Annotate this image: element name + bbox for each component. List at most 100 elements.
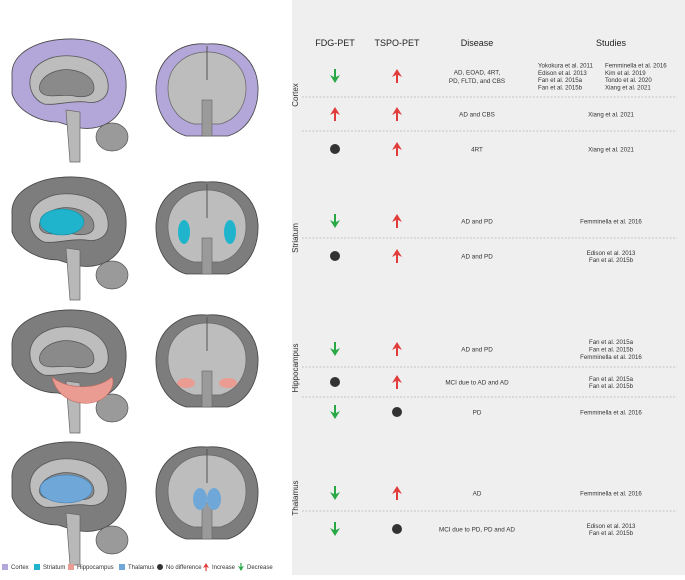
increase-arrow-icon — [392, 375, 402, 389]
cerebellum — [95, 393, 129, 423]
no-difference-dot-icon — [330, 144, 340, 154]
hippocampus-coronal-brain — [155, 314, 259, 408]
study-citation: Femminella et al. 2016 — [580, 219, 642, 226]
study-citation: Femminella et al. 2016 — [580, 354, 642, 361]
legend-item-increase: Increase — [203, 563, 236, 571]
legend-label: No difference — [166, 565, 202, 571]
study-citation: Edison et al. 2013 — [538, 70, 587, 77]
study-citation: Xiang et al. 2021 — [605, 85, 651, 92]
increase-arrow-icon — [392, 249, 402, 263]
coronal-brainstem — [201, 99, 213, 137]
decrease-arrow-icon — [330, 405, 340, 419]
disease-text: MCI due to PD, PD and AD — [439, 527, 515, 534]
increase-arrow-shape — [392, 69, 402, 83]
decrease-arrow-icon — [330, 522, 340, 536]
legend-swatch — [119, 564, 125, 570]
brainstem — [65, 512, 81, 566]
study-citation: Femminella et al. 2016 — [605, 62, 667, 69]
hippocampus-right-region — [219, 378, 237, 388]
legend-swatch — [68, 564, 74, 570]
header-fdg-pet: FDG-PET — [315, 38, 355, 48]
study-citation: Fan et al. 2015b — [589, 257, 634, 264]
disease-text: AD and PD — [461, 347, 493, 354]
no-difference-dot-icon — [157, 564, 163, 570]
study-citation: Femminella et al. 2016 — [580, 410, 642, 417]
no-difference-dot-icon — [330, 377, 340, 387]
thalamus-coronal-brain — [155, 446, 259, 540]
legend-label: Striatum — [43, 565, 65, 571]
increase-arrow-icon — [392, 214, 402, 228]
cerebellum — [95, 260, 129, 290]
increase-arrow-shape — [392, 214, 402, 228]
no-difference-dot-shape — [330, 144, 340, 154]
disease-text: AD, EOAD, 4RT, — [454, 69, 501, 76]
increase-arrow-shape — [392, 342, 402, 356]
study-citation: Xiang et al. 2021 — [588, 112, 634, 119]
no-difference-dot-shape — [392, 407, 402, 417]
legend-swatch — [34, 564, 40, 570]
study-citation: Fan et al. 2015b — [589, 530, 634, 537]
increase-arrow-icon — [203, 563, 209, 571]
cortex-sagittal-brain — [11, 38, 129, 163]
no-difference-dot-shape — [330, 377, 340, 387]
header-studies: Studies — [596, 38, 627, 48]
study-citation: Fan et al. 2015b — [538, 85, 583, 92]
study-citation: Kim et al. 2019 — [605, 70, 646, 77]
legend-item-striatum: Striatum — [34, 564, 65, 571]
coronal-brainstem — [201, 370, 213, 408]
legend-item-nodiff: No difference — [157, 564, 202, 571]
header-tspo-pet: TSPO-PET — [374, 38, 420, 48]
striatum-right-region — [224, 220, 236, 244]
decrease-arrow-shape — [330, 214, 340, 228]
brainstem — [65, 247, 81, 301]
thalamus-left-region — [193, 488, 207, 510]
no-difference-dot-shape — [330, 251, 340, 261]
corpus-callosum — [39, 340, 95, 369]
increase-arrow-shape — [392, 107, 402, 121]
study-citation: Fan et al. 2015a — [589, 376, 634, 383]
disease-text: 4RT — [471, 147, 483, 154]
thalamus-right-region — [207, 488, 221, 510]
increase-arrow-icon — [392, 486, 402, 500]
increase-arrow-icon — [392, 69, 402, 83]
header-disease: Disease — [461, 38, 494, 48]
hippocampus-left-region — [177, 378, 195, 388]
hippocampus-region — [51, 376, 114, 404]
disease-text: AD and CBS — [459, 112, 495, 119]
legend-label: Increase — [212, 565, 236, 571]
decrease-arrow-icon — [330, 486, 340, 500]
legend-item-thalamus: Thalamus — [119, 564, 154, 571]
cerebellum — [95, 122, 129, 152]
study-citation: Yokokura et al. 2011 — [538, 62, 593, 69]
disease-text: PD, FLTD, and CBS — [449, 78, 505, 85]
decrease-arrow-shape — [330, 405, 340, 419]
legend-item-decrease: Decrease — [238, 563, 273, 571]
disease-text: AD and PD — [461, 219, 493, 226]
decrease-arrow-icon — [238, 563, 244, 571]
study-citation: Edison et al. 2013 — [587, 250, 636, 257]
decrease-arrow-shape — [330, 486, 340, 500]
legend-label: Thalamus — [128, 565, 154, 571]
disease-text: AD — [473, 491, 482, 498]
increase-arrow-shape — [392, 486, 402, 500]
no-difference-dot-shape — [392, 524, 402, 534]
decrease-arrow-icon — [330, 69, 340, 83]
striatum-left-region — [178, 220, 190, 244]
increase-arrow-icon — [392, 142, 402, 156]
section-label-thalamus: Thalamus — [292, 480, 300, 515]
legend-label: Cortex — [11, 565, 29, 571]
disease-text: MCI due to AD and AD — [445, 380, 509, 387]
study-citation: Fan et al. 2015a — [538, 77, 583, 84]
study-citation: Edison et al. 2013 — [587, 523, 636, 530]
thalamus-region — [39, 474, 93, 504]
no-difference-dot-icon — [330, 251, 340, 261]
increase-arrow-icon — [392, 342, 402, 356]
legend-label: Decrease — [247, 565, 273, 571]
increase-arrow-icon — [392, 107, 402, 121]
study-citation: Fan et al. 2015b — [589, 347, 634, 354]
study-citation: Femminella et al. 2016 — [580, 491, 642, 498]
decrease-arrow-shape — [330, 69, 340, 83]
